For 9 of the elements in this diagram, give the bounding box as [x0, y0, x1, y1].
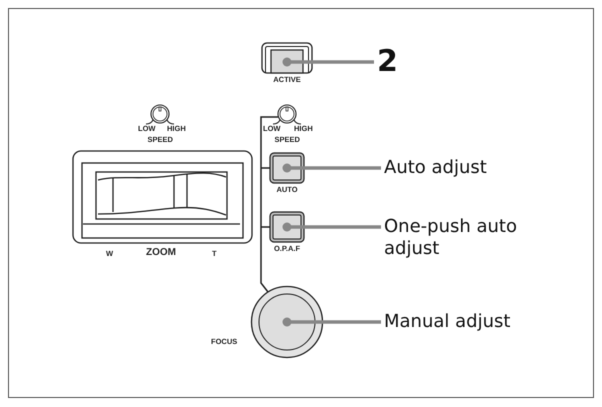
control-label: ZOOM	[146, 247, 176, 259]
callout-label: Auto adjust	[384, 157, 554, 179]
leader-line	[282, 222, 381, 232]
leader-line	[282, 58, 374, 66]
callout-number: 2	[377, 46, 398, 78]
callout-label: Manual adjust	[384, 311, 554, 333]
leader-line	[282, 164, 381, 172]
callout-label: One-push auto adjust	[384, 216, 554, 260]
leader-line	[282, 318, 381, 326]
